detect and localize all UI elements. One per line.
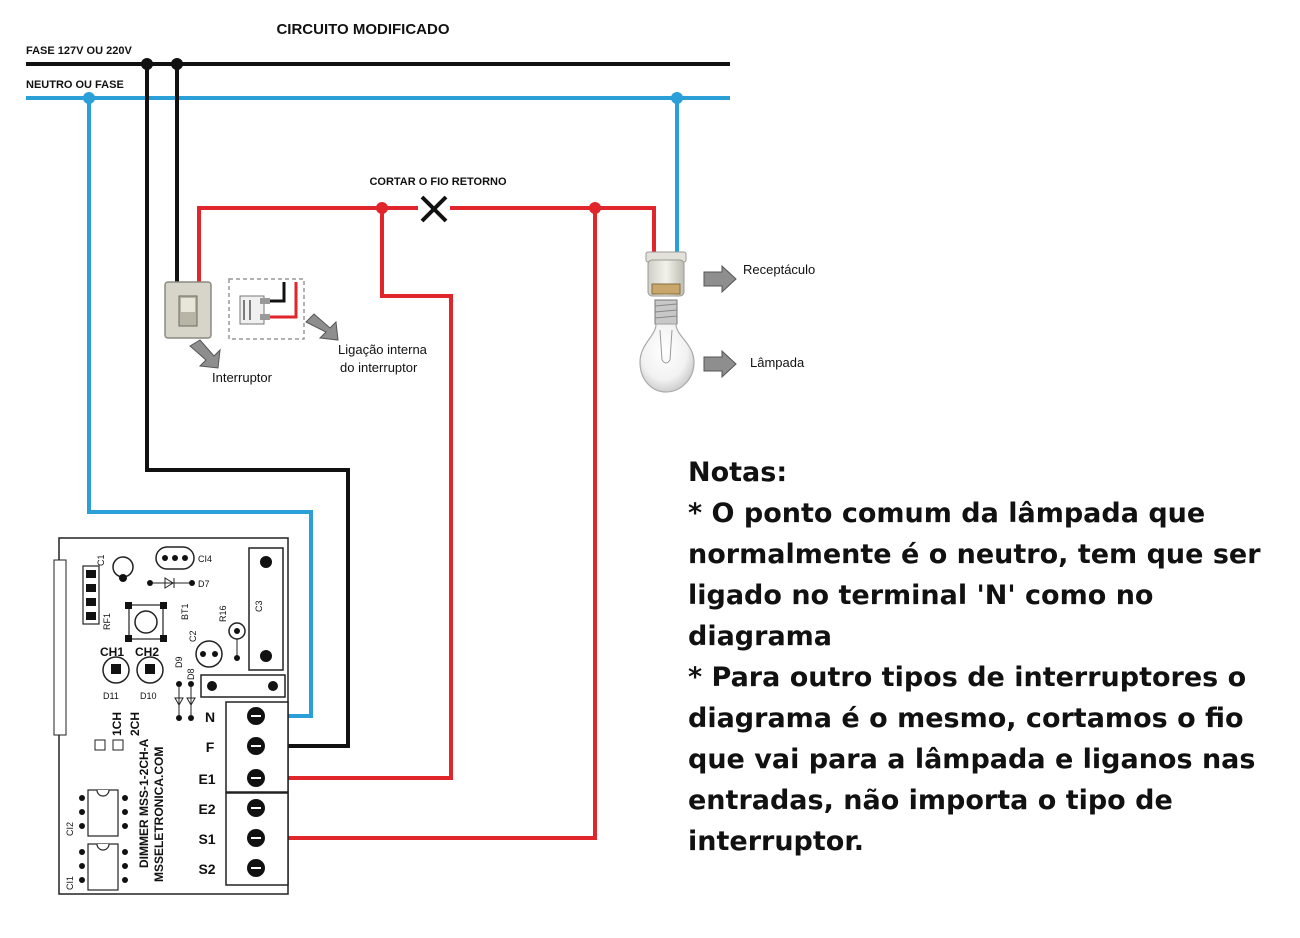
neutral-line-label: NEUTRO OU FASE	[26, 79, 124, 91]
switch-internal-diagram	[228, 278, 305, 340]
board-site: MSSELETRONICA.COM	[152, 747, 166, 882]
dimmer-board: C1 CI4 D7 RF1 BT1 C2 R16	[53, 537, 289, 895]
receptacle-icon	[645, 251, 687, 297]
cut-mark-icon	[420, 195, 448, 223]
silk-rf1: RF1	[102, 613, 112, 630]
junction-dot	[83, 92, 95, 104]
phase-wire-to-board	[145, 64, 350, 748]
silk-c1: C1	[96, 554, 106, 566]
terminal-n[interactable]: N	[205, 707, 265, 725]
junction-dot	[376, 202, 388, 214]
note-item: * Para outro tipos de interruptores o di…	[688, 662, 1256, 857]
junction-dot	[671, 92, 683, 104]
terminal-label-s2: S2	[198, 861, 215, 877]
board-name: DIMMER MSS-1-2CH-A	[137, 738, 151, 868]
internal-wiring-label-1: Ligação interna	[338, 342, 428, 357]
silk-d11: D11	[103, 691, 119, 701]
notes-heading: Notas:	[688, 457, 788, 488]
mode-1ch-label: 1CH	[110, 712, 124, 736]
arrow-icon	[703, 349, 737, 379]
terminal-s2[interactable]: S2	[198, 859, 265, 877]
diagram-title: CIRCUITO MODIFICADO	[276, 21, 449, 38]
junction-dot	[141, 58, 153, 70]
terminal-e1[interactable]: E1	[198, 769, 265, 787]
silk-bt1: BT1	[180, 603, 190, 620]
terminal-label-f: F	[206, 739, 215, 755]
return-wire-to-e1	[258, 208, 453, 780]
ch1-label: CH1	[100, 645, 124, 659]
switch-label: Interruptor	[212, 370, 273, 385]
neutral-wire-to-board	[87, 98, 313, 718]
terminal-f[interactable]: F	[206, 737, 265, 755]
junction-dot	[589, 202, 601, 214]
silk-ci2: CI2	[65, 822, 75, 836]
terminal-s1[interactable]: S1	[198, 829, 265, 847]
arrow-icon	[305, 313, 339, 341]
silk-d8: D8	[186, 668, 196, 680]
silk-c3: C3	[254, 600, 264, 612]
receptacle-label: Receptáculo	[743, 262, 815, 277]
ch2-label: CH2	[135, 645, 159, 659]
terminal-label-e2: E2	[198, 801, 215, 817]
junction-dot	[171, 58, 183, 70]
arrow-icon	[703, 264, 737, 294]
mode-2ch-label: 2CH	[128, 712, 142, 736]
terminal-label-n: N	[205, 709, 215, 725]
silk-r16: R16	[218, 605, 228, 622]
silk-ci1: CI1	[65, 876, 75, 890]
return-wire-lamp	[450, 206, 656, 258]
wall-switch	[164, 281, 212, 339]
internal-wiring-label-2: do interruptor	[340, 360, 418, 375]
lamp-icon	[639, 299, 695, 393]
terminal-label-s1: S1	[198, 831, 215, 847]
phase-line-label: FASE 127V OU 220V	[26, 45, 132, 57]
lamp-label: Lâmpada	[750, 355, 805, 370]
notes-panel: Notas: * O ponto comum da lâmpada que no…	[688, 452, 1288, 862]
terminal-label-e1: E1	[198, 771, 215, 787]
cut-label: CORTAR O FIO RETORNO	[369, 176, 507, 188]
silk-d9: D9	[174, 656, 184, 668]
arrow-icon	[189, 339, 221, 369]
terminal-e2[interactable]: E2	[198, 799, 265, 817]
return-wire-switch	[197, 206, 418, 285]
silk-c2: C2	[188, 630, 198, 642]
silk-d7: D7	[198, 579, 210, 589]
silk-d10: D10	[140, 691, 157, 701]
silk-ci4: CI4	[198, 554, 212, 564]
note-item: * O ponto comum da lâmpada que normalmen…	[688, 498, 1261, 652]
return-wire-to-s1	[258, 208, 597, 840]
